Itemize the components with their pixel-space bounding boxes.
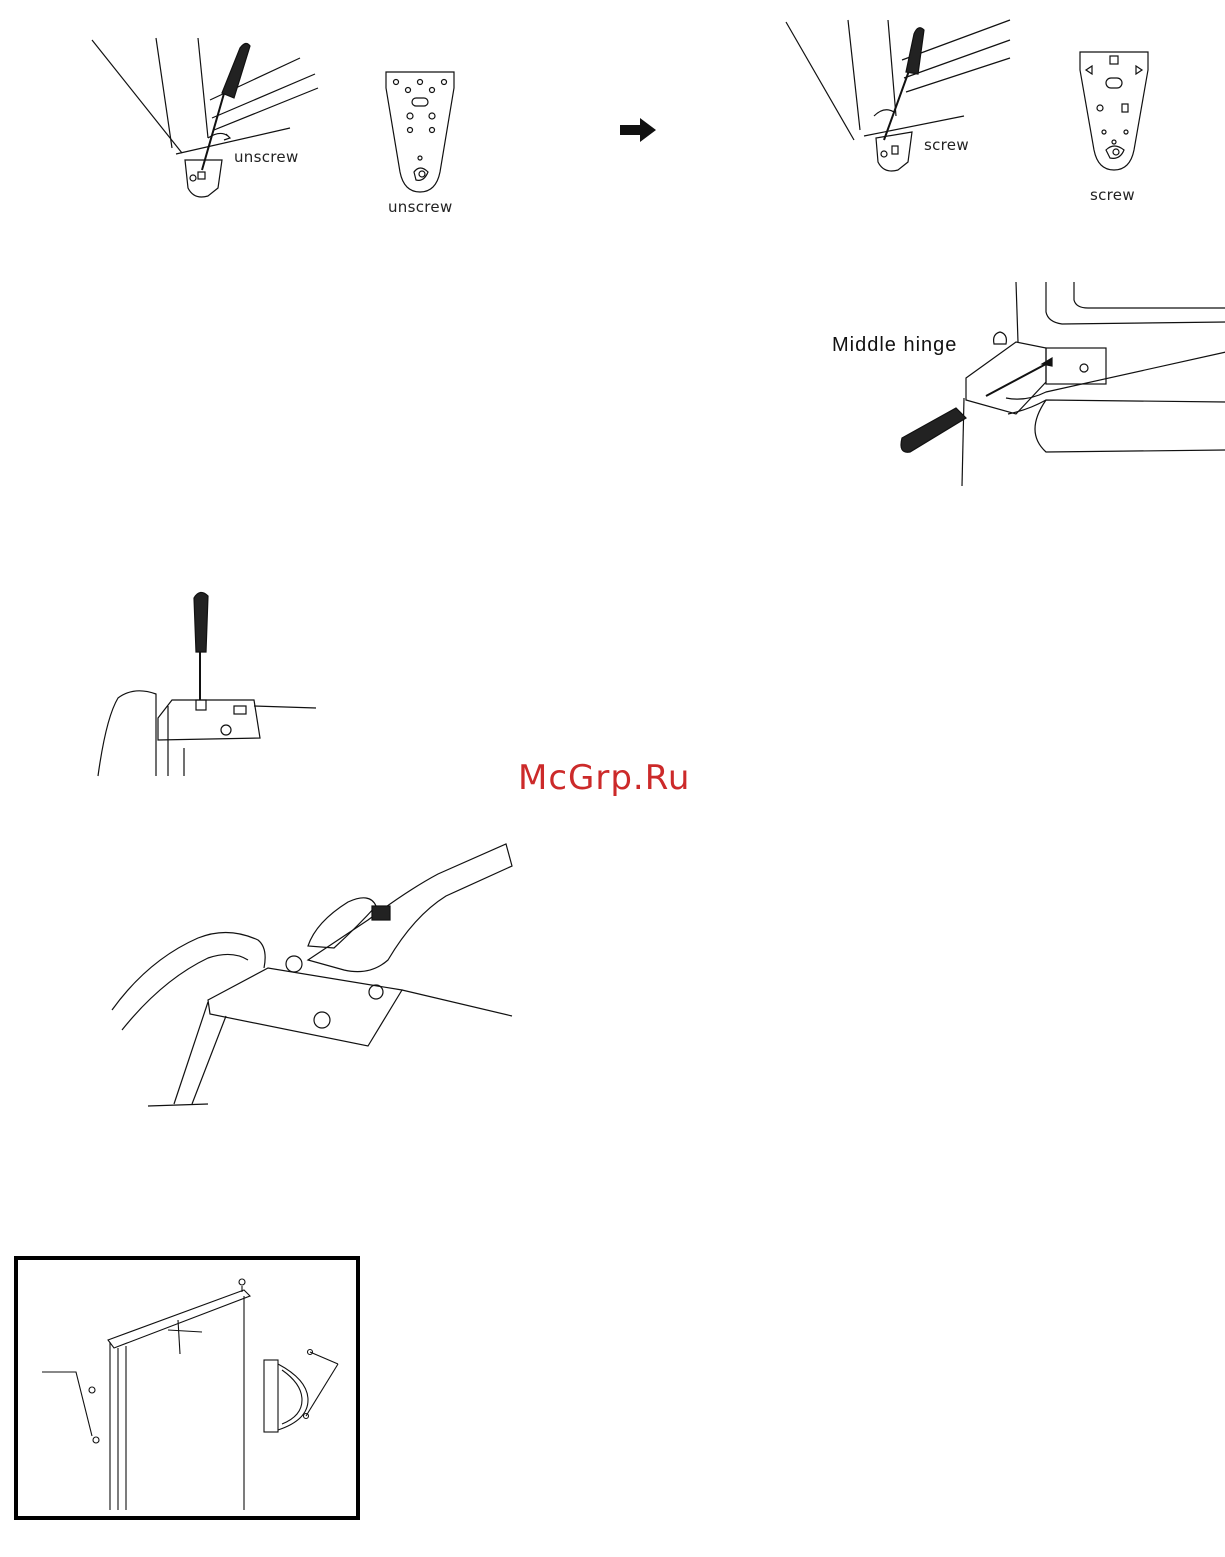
figure-unscrew-hinge bbox=[90, 38, 330, 208]
watermark-text: McGrp.Ru bbox=[518, 758, 690, 798]
unscrew-label-left: unscrew bbox=[234, 148, 299, 166]
figure-middle-hinge bbox=[896, 282, 1225, 488]
figure-door-handle-frame bbox=[14, 1256, 360, 1520]
unscrew-label-plate: unscrew bbox=[388, 198, 453, 216]
figure-hinge-plate-right bbox=[1076, 46, 1152, 176]
figure-hinge-plate-left bbox=[382, 68, 458, 198]
figure-adjustable-wrench bbox=[108, 840, 512, 1110]
screw-label-right: screw bbox=[924, 136, 969, 154]
screw-label-plate: screw bbox=[1090, 186, 1135, 204]
figure-top-hinge-screwdriver bbox=[94, 588, 320, 778]
figure-screw-hinge bbox=[784, 20, 1014, 180]
right-arrow-icon bbox=[620, 118, 656, 142]
